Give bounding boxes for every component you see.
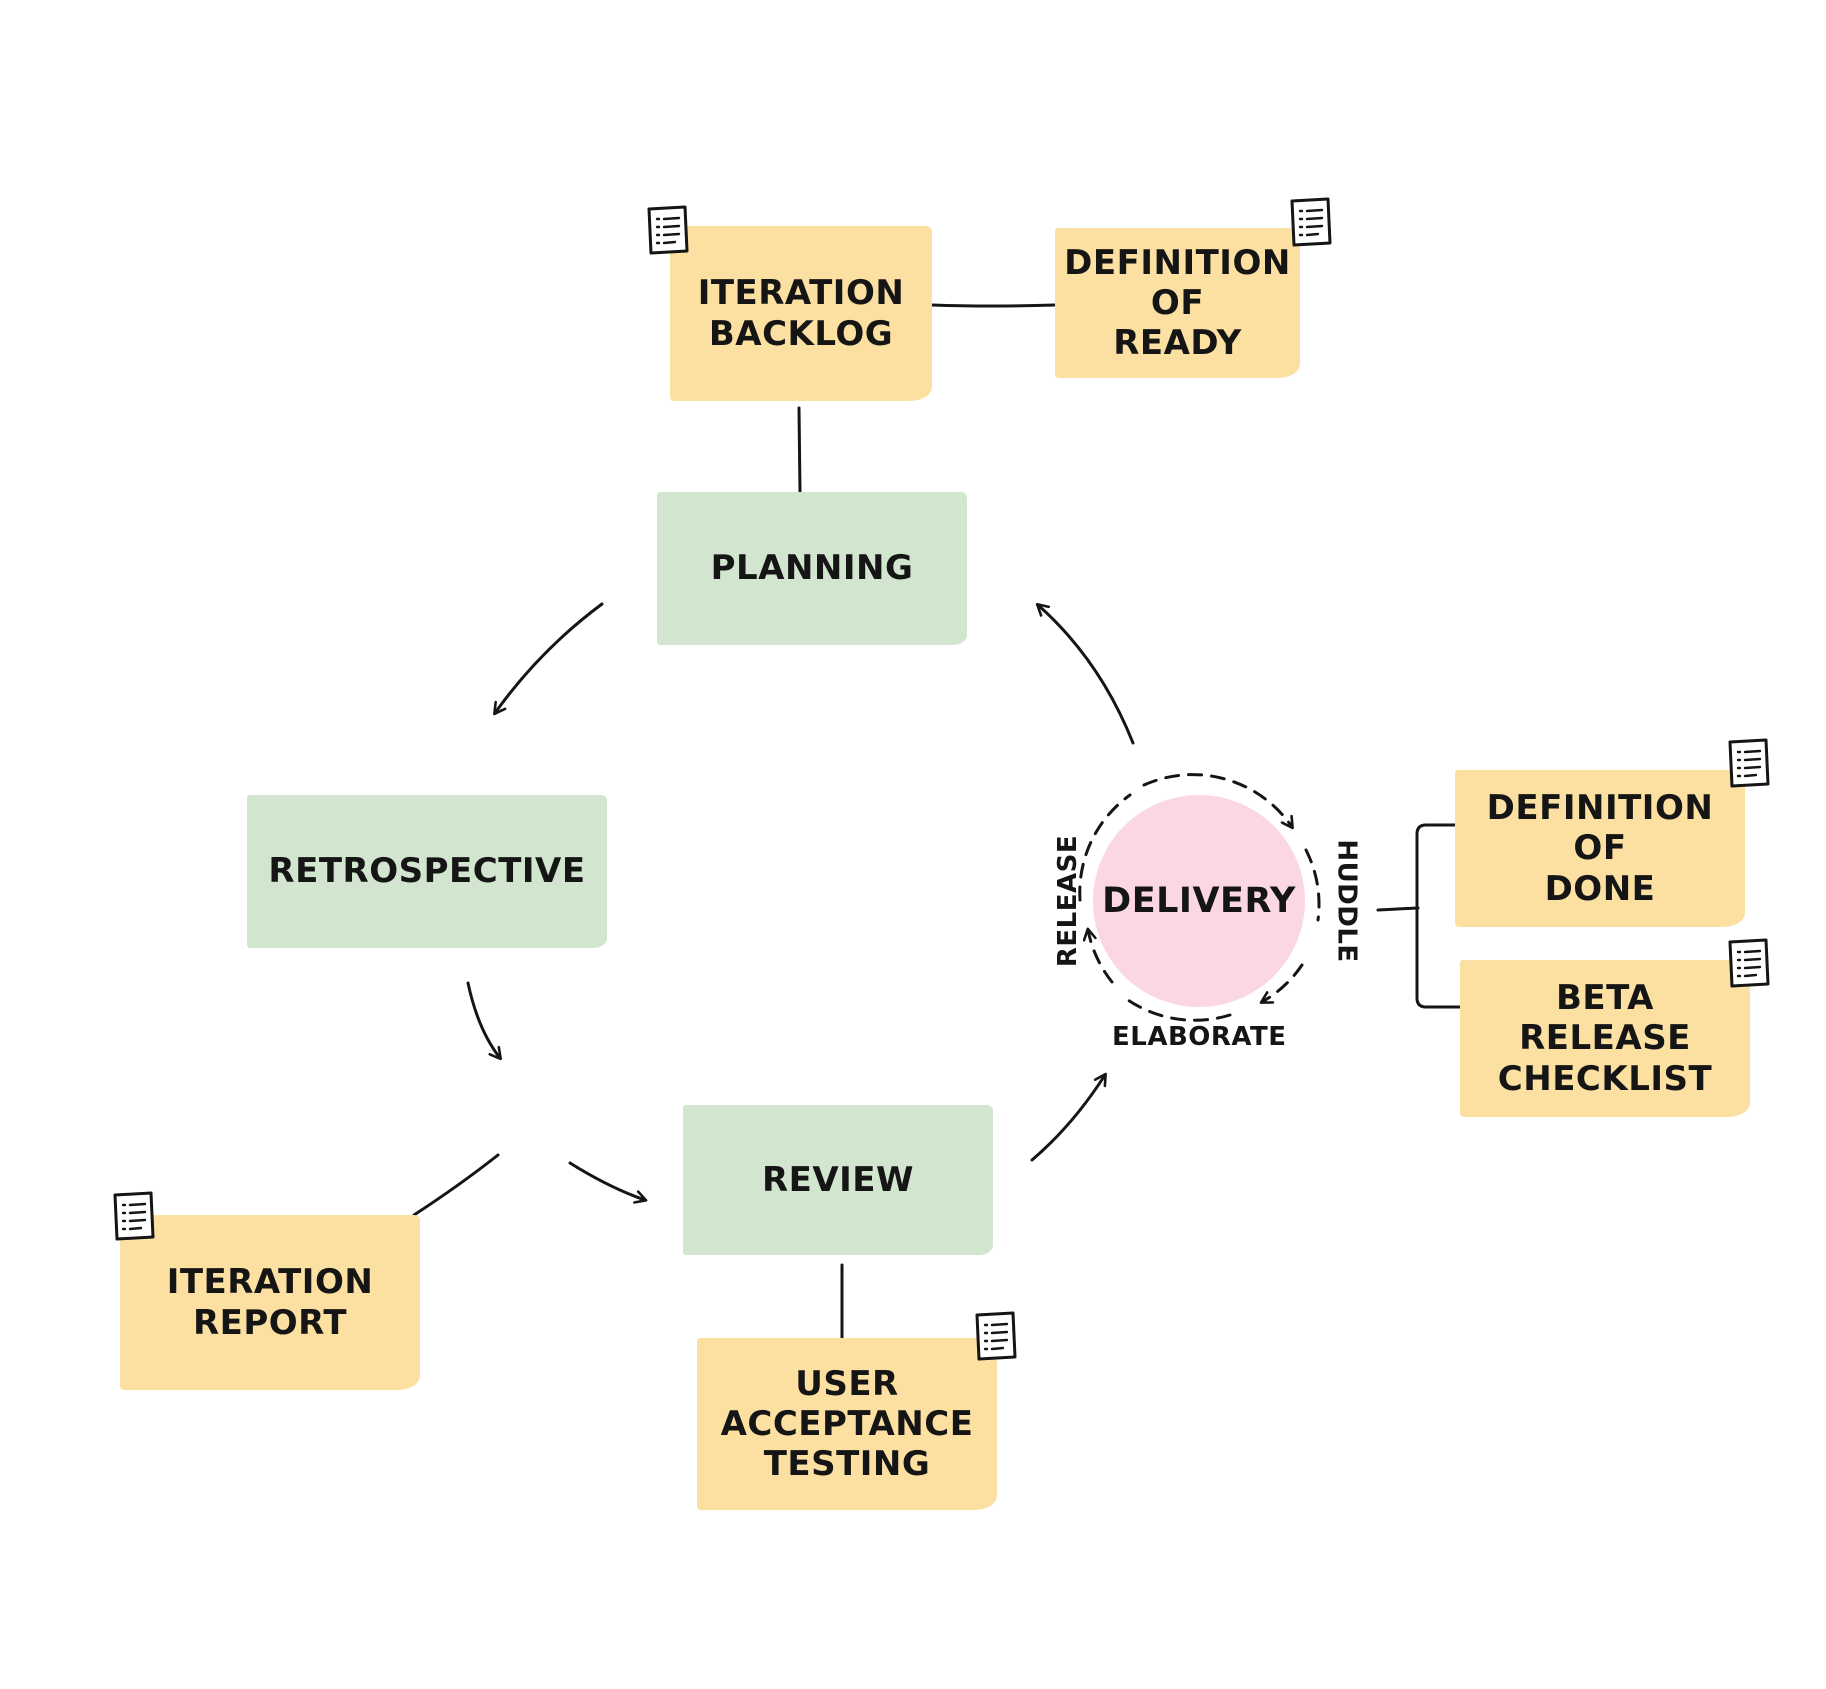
iteration-report-line-2: REPORT bbox=[192, 1302, 348, 1343]
delivery-label: DELIVERY bbox=[1102, 881, 1296, 921]
beta-release-line-2: CHECKLIST bbox=[1497, 1058, 1713, 1099]
document-icon bbox=[1290, 197, 1332, 247]
document-icon bbox=[647, 205, 689, 255]
definition-of-ready-line-1: DEFINITION bbox=[1064, 242, 1291, 283]
retrospective-label: RETROSPECTIVE bbox=[268, 851, 586, 892]
review-label: REVIEW bbox=[761, 1159, 915, 1200]
huddle-label: HUDDLE bbox=[1331, 839, 1362, 963]
iteration-backlog-line-2: BACKLOG bbox=[708, 313, 894, 354]
definition-of-done-note: DEFINITION OF DONE bbox=[1455, 770, 1745, 927]
document-icon bbox=[1728, 738, 1770, 788]
cycle-right-arc bbox=[1304, 848, 1321, 922]
iteration-report-line-1: ITERATION bbox=[166, 1262, 374, 1303]
elaborate-label: ELABORATE bbox=[1112, 1022, 1287, 1052]
review-stage: REVIEW bbox=[683, 1105, 993, 1255]
document-icon bbox=[975, 1311, 1017, 1361]
bracket-delivery-done-beta bbox=[1376, 823, 1462, 1009]
release-label: RELEASE bbox=[1053, 834, 1084, 968]
definition-of-ready-line-2: OF bbox=[1150, 282, 1205, 323]
arrow-planning-retrospective bbox=[495, 602, 604, 713]
definition-of-done-line-2: OF bbox=[1573, 828, 1627, 869]
line-backlog-ready bbox=[930, 303, 1057, 308]
user-acceptance-testing-note: USER ACCEPTANCE TESTING bbox=[697, 1338, 997, 1510]
planning-stage: PLANNING bbox=[657, 492, 967, 645]
line-backlog-planning bbox=[797, 406, 802, 494]
retrospective-stage: RETROSPECTIVE bbox=[247, 795, 607, 948]
beta-release-line-1: BETA RELEASE bbox=[1519, 978, 1691, 1059]
delivery-circle: DELIVERY bbox=[1093, 795, 1305, 1007]
iteration-report-note: ITERATION REPORT bbox=[120, 1215, 420, 1390]
definition-of-done-line-1: DEFINITION bbox=[1486, 788, 1714, 829]
arrow-retrospective-down bbox=[466, 981, 500, 1058]
definition-of-ready-line-3: READY bbox=[1113, 323, 1242, 364]
uat-line-3: TESTING bbox=[763, 1444, 931, 1485]
arrow-delivery-planning bbox=[1038, 605, 1135, 745]
line-to-iteration-report bbox=[412, 1153, 500, 1217]
beta-release-checklist-note: BETA RELEASE CHECKLIST bbox=[1460, 960, 1750, 1117]
arrow-review-delivery bbox=[1030, 1075, 1105, 1162]
iteration-backlog-line-1: ITERATION bbox=[697, 273, 905, 314]
iteration-backlog-note: ITERATION BACKLOG bbox=[670, 226, 932, 401]
definition-of-done-line-3: DONE bbox=[1544, 868, 1656, 909]
uat-line-2: ACCEPTANCE bbox=[720, 1403, 974, 1444]
document-icon bbox=[113, 1191, 155, 1241]
arrow-to-review bbox=[568, 1161, 645, 1200]
document-icon bbox=[1728, 938, 1770, 988]
uat-line-1: USER bbox=[795, 1363, 899, 1404]
definition-of-ready-note: DEFINITION OF READY bbox=[1055, 228, 1300, 378]
planning-label: PLANNING bbox=[710, 548, 914, 589]
